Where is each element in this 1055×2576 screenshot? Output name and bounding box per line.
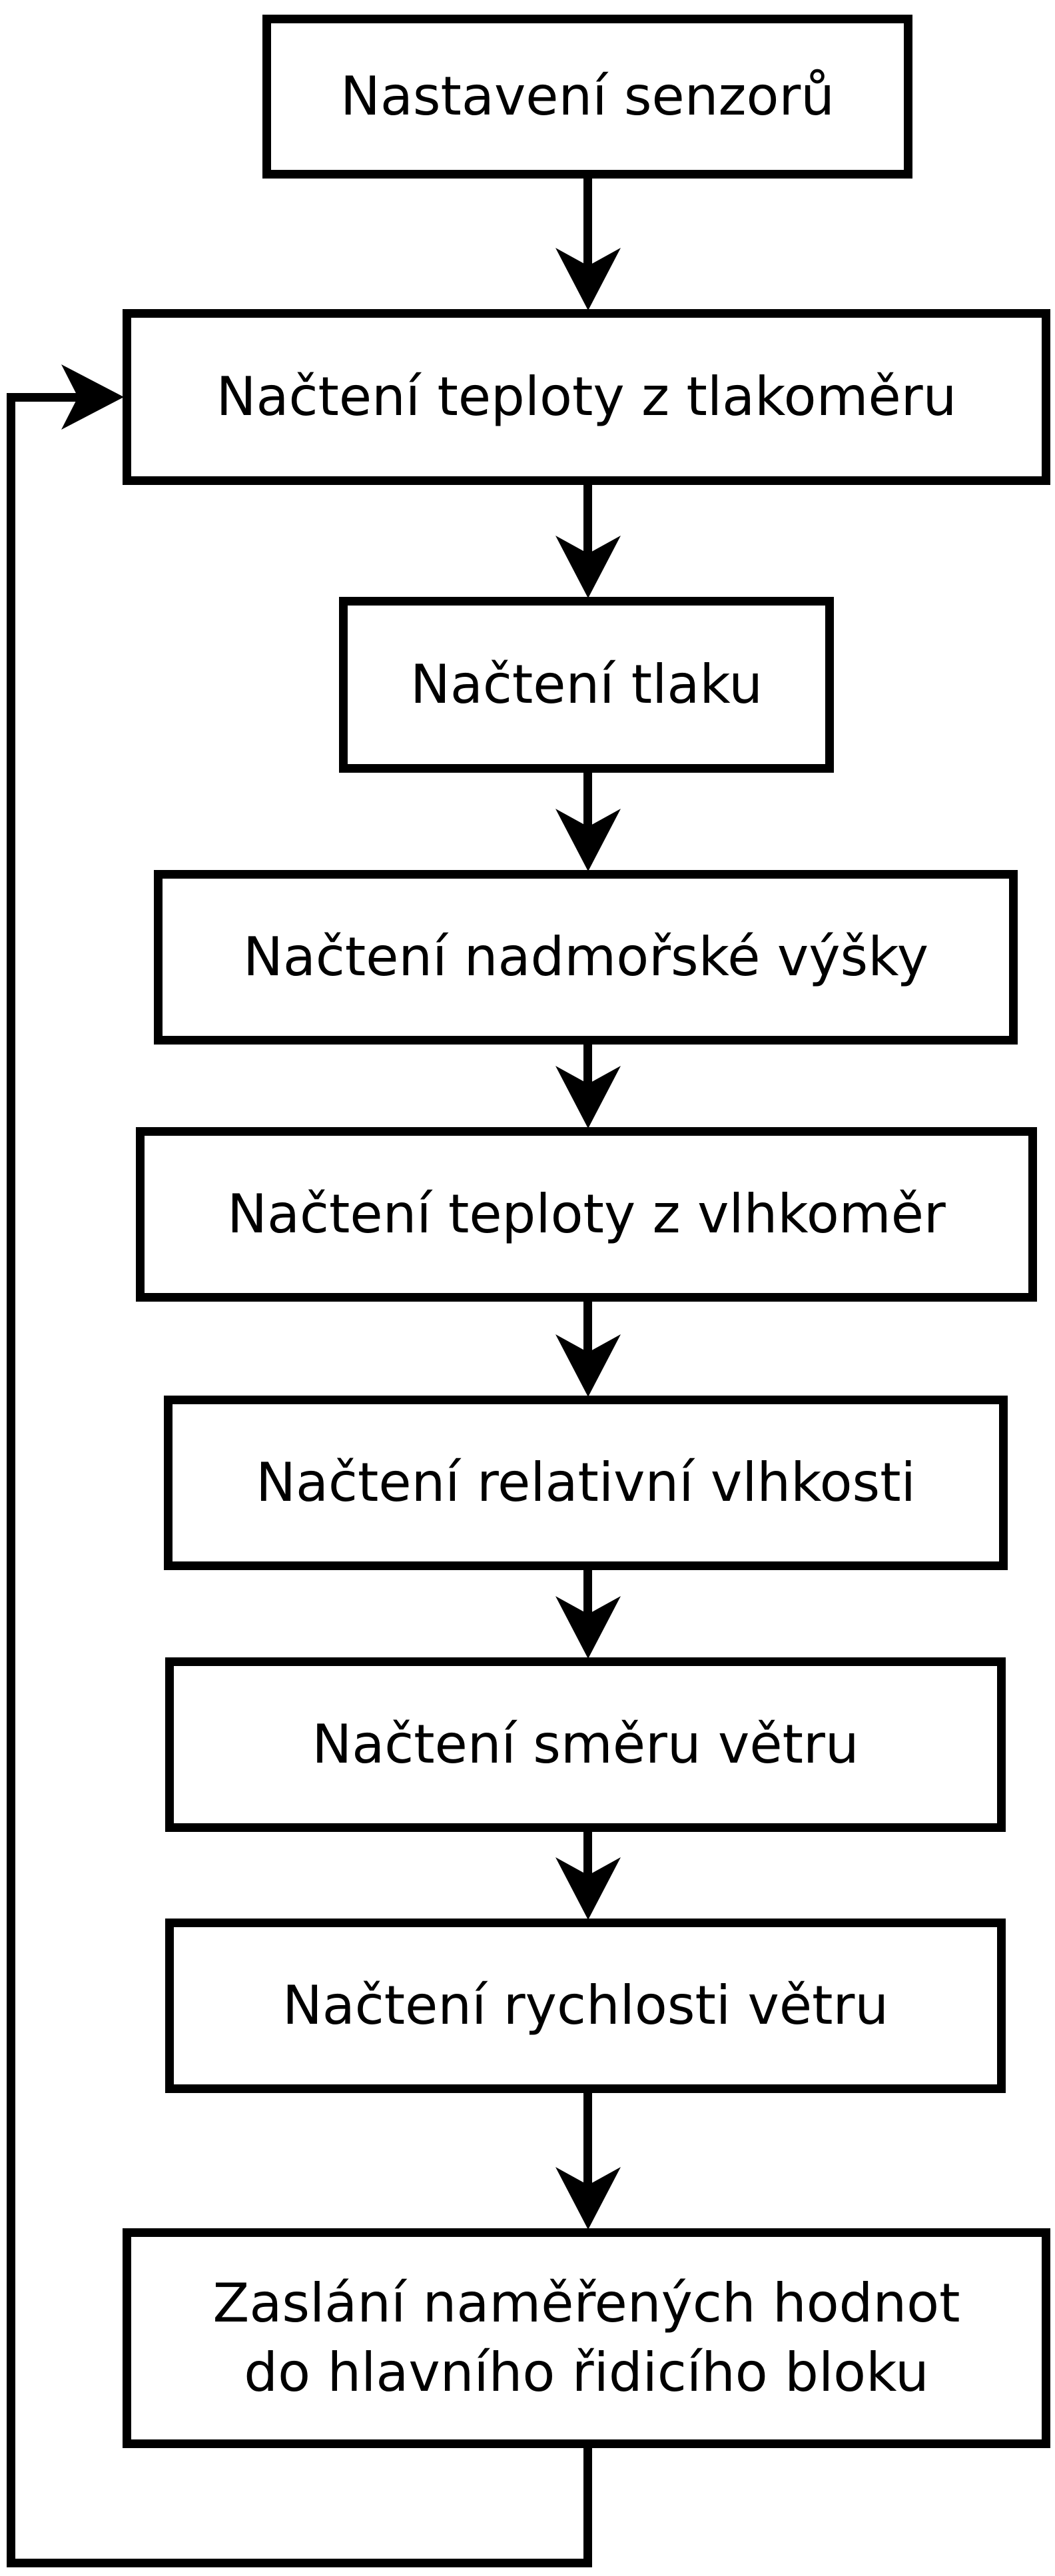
node-label: Načtení nadmořské výšky [242,926,929,988]
flowchart-node-nacteni-nadmorske-vysky: Načtení nadmořské výšky [154,870,1018,1045]
arrow-shaft [583,482,592,557]
flowchart-node-zaslani-namerenych-hodnot: Zaslání naměřených hodnot do hlavního ři… [123,2228,1050,2448]
arrowhead-down-icon [555,1334,621,1397]
arrowhead-down-icon [555,1066,621,1128]
node-label: Zaslání naměřených hodnot [212,2272,960,2334]
flowchart-node-nacteni-relativni-vlhkosti: Načtení relativní vlhkosti [164,1396,1008,1570]
arrowhead-down-icon [555,2167,621,2230]
node-label: Načtení teploty z vlhkoměr [227,1183,946,1245]
flowchart-node-nacteni-rychlosti-vetru: Načtení rychlosti větru [165,1919,1006,2093]
flowchart-node-nacteni-tlaku: Načtení tlaku [339,597,834,773]
arrowhead-down-icon [555,809,621,871]
arrowhead-right-icon [61,364,124,430]
node-label: do hlavního řidicího bloku [244,2342,929,2403]
loop-segment-into-box [7,393,80,402]
arrow-shaft [583,1041,592,1087]
arrowhead-down-icon [555,1596,621,1659]
node-label: Načtení teploty z tlakoměru [216,366,957,428]
flowchart-node-nacteni-teploty-z-tlakomeru: Načtení teploty z tlakoměru [123,309,1050,485]
arrow-shaft [583,1566,592,1617]
node-label: Načtení směru větru [312,1713,859,1775]
arrow-shaft [583,1828,592,1879]
loop-segment-bottom [7,2559,592,2567]
node-label: Načtení tlaku [410,653,763,715]
flowchart-node-nacteni-smeru-vetru: Načtení směru větru [165,1657,1006,1832]
flowchart-node-nacteni-teploty-z-vlhkomeru: Načtení teploty z vlhkoměr [136,1127,1037,1302]
arrowhead-down-icon [555,536,621,598]
arrowhead-down-icon [555,1857,621,1920]
arrow-shaft [583,769,592,830]
node-label: Nastavení senzorů [340,65,835,127]
loop-segment-left [7,393,15,2567]
loop-segment-down [583,2444,592,2567]
arrow-shaft [583,176,592,269]
node-label: Načtení rychlosti větru [282,1974,889,2036]
arrow-shaft [583,2089,592,2188]
arrowhead-down-icon [555,248,621,310]
flowchart-node-nastaveni-senzoru: Nastavení senzorů [262,15,912,179]
node-label: Načtení relativní vlhkosti [256,1452,916,1513]
arrow-shaft [583,1298,592,1356]
